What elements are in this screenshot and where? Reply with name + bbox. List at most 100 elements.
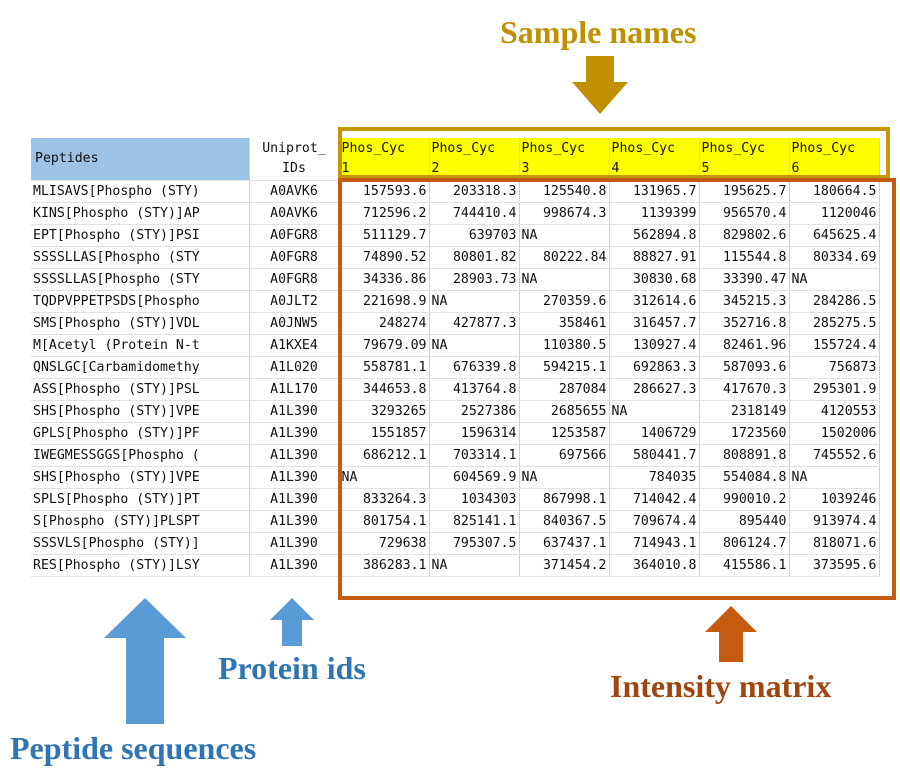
intensity-cell[interactable]: 358461 [519, 312, 610, 335]
intensity-cell[interactable]: 221698.9 [339, 290, 430, 313]
peptide-cell[interactable]: MLISAVS[Phospho (STY) [31, 180, 250, 203]
intensity-cell[interactable]: 131965.7 [609, 180, 700, 203]
intensity-cell[interactable]: 248274 [339, 312, 430, 335]
intensity-cell[interactable]: 2685655 [519, 400, 610, 423]
intensity-cell[interactable]: 1120046 [789, 202, 880, 225]
intensity-cell[interactable]: 639703 [429, 224, 520, 247]
intensity-cell[interactable]: 364010.8 [609, 554, 700, 577]
peptide-cell[interactable]: SSSSLLAS[Phospho (STY [31, 246, 250, 269]
intensity-cell[interactable]: 3293265 [339, 400, 430, 423]
intensity-cell[interactable]: NA [789, 466, 880, 489]
peptide-cell[interactable]: KINS[Phospho (STY)]AP [31, 202, 250, 225]
intensity-cell[interactable]: 511129.7 [339, 224, 430, 247]
intensity-cell[interactable]: 203318.3 [429, 180, 520, 203]
intensity-cell[interactable]: 990010.2 [699, 488, 790, 511]
intensity-cell[interactable]: 697566 [519, 444, 610, 467]
intensity-cell[interactable]: 825141.1 [429, 510, 520, 533]
intensity-cell[interactable]: 1406729 [609, 422, 700, 445]
intensity-cell[interactable]: 413764.8 [429, 378, 520, 401]
intensity-cell[interactable]: 1034303 [429, 488, 520, 511]
intensity-cell[interactable]: 30830.68 [609, 268, 700, 291]
uniprot-id-cell[interactable]: A1L390 [249, 532, 340, 555]
uniprot-id-cell[interactable]: A0AVK6 [249, 202, 340, 225]
intensity-cell[interactable]: 286627.3 [609, 378, 700, 401]
uniprot-id-cell[interactable]: A1L390 [249, 422, 340, 445]
peptide-cell[interactable]: S[Phospho (STY)]PLSPT [31, 510, 250, 533]
intensity-cell[interactable]: 284286.5 [789, 290, 880, 313]
intensity-cell[interactable]: 913974.4 [789, 510, 880, 533]
uniprot-id-cell[interactable]: A1L390 [249, 400, 340, 423]
intensity-cell[interactable]: 956570.4 [699, 202, 790, 225]
intensity-cell[interactable]: 745552.6 [789, 444, 880, 467]
uniprot-id-cell[interactable]: A1L170 [249, 378, 340, 401]
intensity-cell[interactable]: 345215.3 [699, 290, 790, 313]
intensity-cell[interactable]: 998674.3 [519, 202, 610, 225]
peptide-cell[interactable]: SMS[Phospho (STY)]VDL [31, 312, 250, 335]
intensity-cell[interactable]: 88827.91 [609, 246, 700, 269]
intensity-cell[interactable]: 125540.8 [519, 180, 610, 203]
peptide-cell[interactable]: ASS[Phospho (STY)]PSL [31, 378, 250, 401]
intensity-cell[interactable]: 676339.8 [429, 356, 520, 379]
intensity-cell[interactable]: 1253587 [519, 422, 610, 445]
intensity-cell[interactable]: 1502006 [789, 422, 880, 445]
intensity-cell[interactable]: 1723560 [699, 422, 790, 445]
peptide-cell[interactable]: SHS[Phospho (STY)]VPE [31, 466, 250, 489]
intensity-cell[interactable]: 115544.8 [699, 246, 790, 269]
peptides-column-header[interactable]: Peptides [31, 138, 250, 181]
intensity-cell[interactable]: 833264.3 [339, 488, 430, 511]
uniprot-id-cell[interactable]: A1L390 [249, 488, 340, 511]
intensity-cell[interactable]: 867998.1 [519, 488, 610, 511]
intensity-cell[interactable]: 287084 [519, 378, 610, 401]
uniprot-id-cell[interactable]: A0JLT2 [249, 290, 340, 313]
peptide-cell[interactable]: RES[Phospho (STY)]LSY [31, 554, 250, 577]
intensity-cell[interactable]: 645625.4 [789, 224, 880, 247]
intensity-cell[interactable]: 344653.8 [339, 378, 430, 401]
peptide-cell[interactable]: GPLS[Phospho (STY)]PF [31, 422, 250, 445]
intensity-cell[interactable]: 806124.7 [699, 532, 790, 555]
uniprot-id-cell[interactable]: A0FGR8 [249, 268, 340, 291]
intensity-cell[interactable]: 801754.1 [339, 510, 430, 533]
intensity-cell[interactable]: NA [609, 400, 700, 423]
intensity-cell[interactable]: 895440 [699, 510, 790, 533]
intensity-cell[interactable]: 692863.3 [609, 356, 700, 379]
peptide-cell[interactable]: SPLS[Phospho (STY)]PT [31, 488, 250, 511]
uniprot-id-cell[interactable]: A0FGR8 [249, 246, 340, 269]
intensity-cell[interactable]: 312614.6 [609, 290, 700, 313]
intensity-cell[interactable]: 79679.09 [339, 334, 430, 357]
intensity-cell[interactable]: 80334.69 [789, 246, 880, 269]
intensity-cell[interactable]: 744410.4 [429, 202, 520, 225]
intensity-cell[interactable]: 709674.4 [609, 510, 700, 533]
intensity-cell[interactable]: 580441.7 [609, 444, 700, 467]
uniprot-id-cell[interactable]: A1L390 [249, 444, 340, 467]
intensity-cell[interactable]: 558781.1 [339, 356, 430, 379]
intensity-cell[interactable]: 80801.82 [429, 246, 520, 269]
intensity-cell[interactable]: 840367.5 [519, 510, 610, 533]
peptide-cell[interactable]: M[Acetyl (Protein N-t [31, 334, 250, 357]
intensity-cell[interactable]: 386283.1 [339, 554, 430, 577]
intensity-cell[interactable]: 33390.47 [699, 268, 790, 291]
uniprot-id-cell[interactable]: A0JNW5 [249, 312, 340, 335]
uniprot-id-cell[interactable]: A1L390 [249, 510, 340, 533]
uniprot-id-cell[interactable]: A1L390 [249, 554, 340, 577]
intensity-cell[interactable]: 34336.86 [339, 268, 430, 291]
intensity-cell[interactable]: 373595.6 [789, 554, 880, 577]
peptide-cell[interactable]: EPT[Phospho (STY)]PSI [31, 224, 250, 247]
peptide-cell[interactable]: QNSLGC[Carbamidomethy [31, 356, 250, 379]
peptide-cell[interactable]: SSSSLLAS[Phospho (STY [31, 268, 250, 291]
intensity-cell[interactable]: 729638 [339, 532, 430, 555]
peptide-cell[interactable]: TQDPVPPETPSDS[Phospho [31, 290, 250, 313]
intensity-cell[interactable]: NA [429, 334, 520, 357]
intensity-cell[interactable]: 180664.5 [789, 180, 880, 203]
intensity-cell[interactable]: 1551857 [339, 422, 430, 445]
intensity-cell[interactable]: 195625.7 [699, 180, 790, 203]
intensity-cell[interactable]: 74890.52 [339, 246, 430, 269]
uniprot-id-cell[interactable]: A0AVK6 [249, 180, 340, 203]
intensity-cell[interactable]: 554084.8 [699, 466, 790, 489]
intensity-cell[interactable]: 714943.1 [609, 532, 700, 555]
intensity-cell[interactable]: NA [339, 466, 430, 489]
intensity-cell[interactable]: 795307.5 [429, 532, 520, 555]
uniprot-id-cell[interactable]: A1L020 [249, 356, 340, 379]
